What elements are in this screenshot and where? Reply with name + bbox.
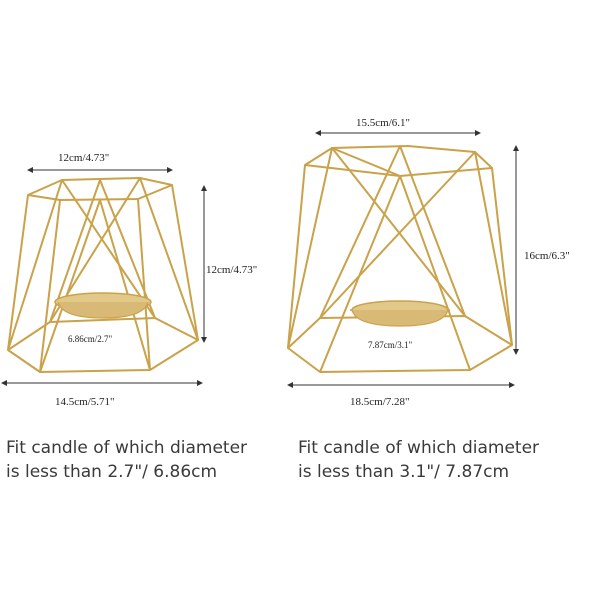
right-candle-holder: [287, 145, 513, 373]
right-top-width-label: 15.5cm/6.1": [356, 117, 410, 129]
left-candle-cup: [54, 292, 152, 319]
right-caption-line1: Fit candle of which diameter: [298, 438, 540, 458]
left-cup-diameter-label: 6.86cm/2.7": [68, 334, 113, 344]
left-caption: Fit candle of which diameter is less tha…: [6, 436, 247, 484]
left-base-ring: [7, 317, 199, 373]
right-caption: Fit candle of which diameter is less tha…: [298, 436, 539, 484]
right-caption-line2: is less than 3.1"/ 7.87cm: [298, 462, 510, 482]
left-base-width-label: 14.5cm/5.71": [55, 396, 115, 408]
left-height-label: 12cm/4.73": [206, 264, 258, 276]
right-cup-diameter-label: 7.87cm/3.1": [368, 340, 413, 350]
right-candle-cup: [351, 300, 449, 327]
left-caption-line2: is less than 2.7"/ 6.86cm: [6, 462, 218, 482]
left-top-width-label: 12cm/4.73": [58, 152, 110, 164]
right-height-label: 16cm/6.3": [524, 250, 570, 262]
right-base-width-label: 18.5cm/7.28": [350, 396, 410, 408]
left-caption-line1: Fit candle of which diameter: [6, 438, 248, 458]
